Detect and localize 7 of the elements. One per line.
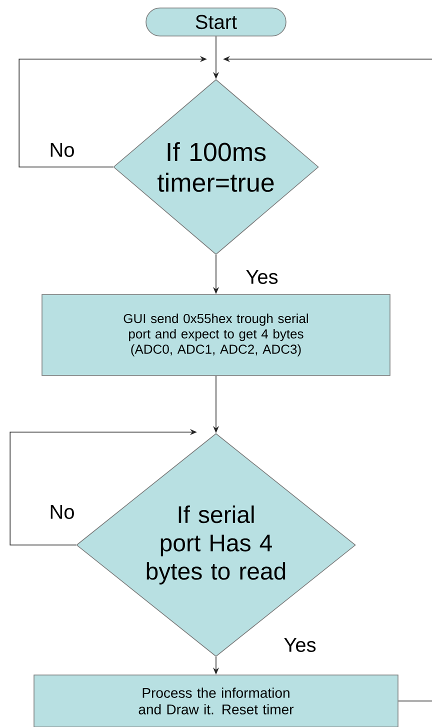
start-terminator: Start xyxy=(146,8,286,36)
edge-label: Yes xyxy=(282,637,318,653)
edge-label: No xyxy=(48,142,76,158)
edge-label: Yes xyxy=(244,269,280,285)
process-box: GUI send 0x55hex trough serial port and expect to get 4 bytes (ADC0, ADC1, ADC2, ADC3) xyxy=(42,294,390,376)
process-box: Process the information and Draw it. Reset timer xyxy=(34,674,398,727)
edge-label: No xyxy=(48,504,76,520)
